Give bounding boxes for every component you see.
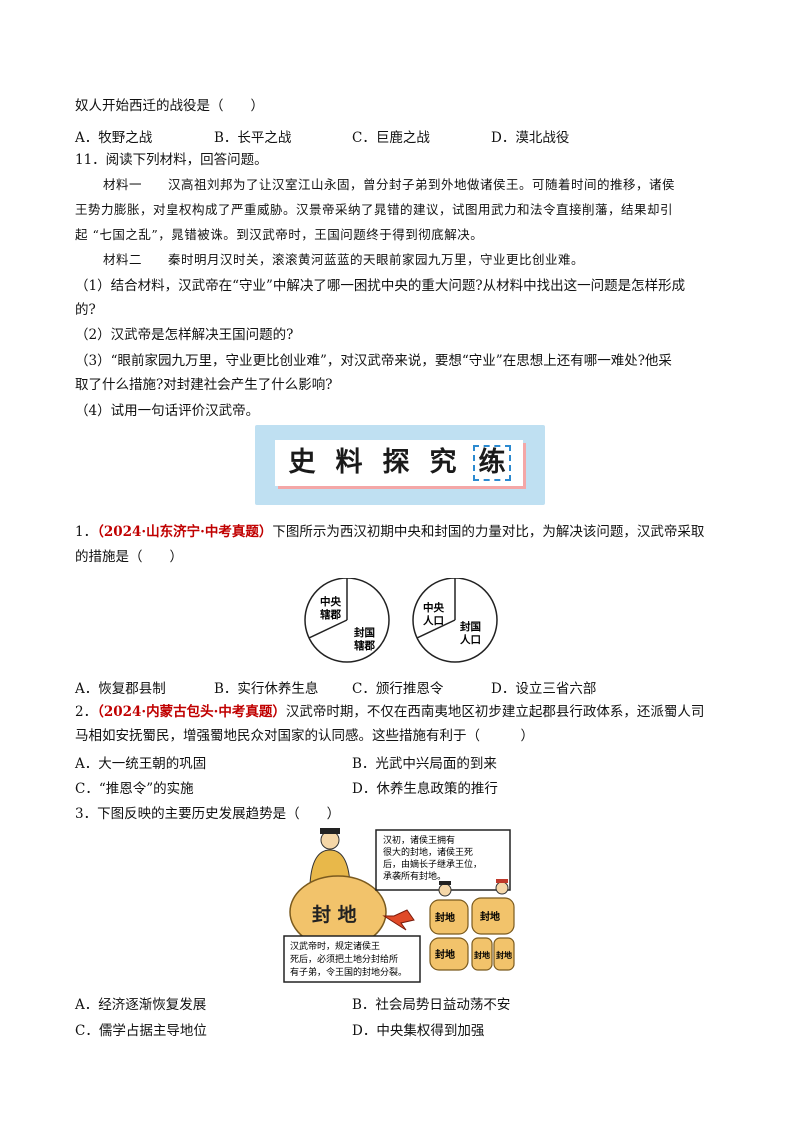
banner-char: 料 xyxy=(335,447,363,478)
p3-option-c: C．儒学占据主导地位 xyxy=(75,1023,207,1039)
p1-pie-figure: 中央 辖郡 封国 辖郡 中央 人口 封国 人口 xyxy=(304,578,498,663)
p3-option-d: D．中央集权得到加强 xyxy=(352,1023,485,1039)
p2-option-d: D．休养生息政策的推行 xyxy=(352,781,498,797)
p3-option-b: B．社会局势日益动荡不安 xyxy=(352,997,511,1013)
p1-option-a: A．恢复郡县制 xyxy=(75,681,166,697)
q10-option-a: A．牧野之战 xyxy=(75,130,153,146)
q11-sub2: （2）汉武帝是怎样解决王国问题的? xyxy=(75,327,294,343)
p1-stem-line1: 1．（2024·山东济宁·中考真题）下图所示为西汉初期中央和封国的力量对比，为解… xyxy=(75,522,704,542)
p2-stem-line1: 2．（2024·内蒙古包头·中考真题）汉武帝时期，不仅在西南夷地区初步建立起郡县… xyxy=(75,702,704,722)
q11-material1-line2: 王势力膨胀，对皇权构成了严重威胁。汉景帝采纳了晁错的建议，试图用武力和法令直接削… xyxy=(75,202,674,217)
divided-lands: 封地 封地 封地 封地 封地 xyxy=(429,897,515,971)
speech-box-wudi xyxy=(283,935,421,983)
speech-box-early-han-line: 很大的封地，诸侯王死 xyxy=(383,846,473,858)
piece-label: 封地 xyxy=(435,948,455,961)
q11-sub1-line2: 的? xyxy=(75,302,96,318)
pie2-label-central-2: 人口 xyxy=(423,614,444,627)
pie2-divider xyxy=(416,619,456,639)
pie1-label-central-2: 辖郡 xyxy=(320,608,341,621)
p2-stem-line2: 马相如安抚蜀民，增强蜀地民众对国家的认同感。这些措施有利于（ ） xyxy=(75,728,534,744)
p1-stem-line2: 的措施是（ ） xyxy=(75,549,183,565)
banner-char: 探 xyxy=(382,447,410,478)
p2-source: （2024·内蒙古包头·中考真题） xyxy=(97,704,286,720)
p1-option-c: C．颁行推恩令 xyxy=(352,681,444,697)
p2-stem-rest: 汉武帝时期，不仅在西南夷地区初步建立起郡县行政体系，还派蜀人司 xyxy=(285,704,705,720)
red-arrow-icon xyxy=(382,909,415,931)
speech-box-early-han-line: 汉初，诸侯王拥有 xyxy=(383,834,455,846)
p1-number: 1． xyxy=(75,524,98,540)
pie1-label-central: 中央 xyxy=(320,595,341,608)
q11-material2: 材料二 秦时明月汉时关，滚滚黄河蓝蓝的天眼前家园九万里，守业更比创业难。 xyxy=(103,252,585,267)
speech-box-early-han xyxy=(375,829,511,891)
piece-label: 封地 xyxy=(435,911,455,924)
piece-label: 封地 xyxy=(474,950,490,960)
vassal-figures-icon xyxy=(438,879,509,897)
p2-number: 2． xyxy=(75,704,98,720)
pie2-label-fief-2: 人口 xyxy=(460,633,481,646)
q10-option-d: D．漠北战役 xyxy=(491,130,570,146)
q11-material1-line1: 材料一 汉高祖刘邦为了让汉室江山永固，曾分封子弟到外地做诸侯王。可随着时间的推移… xyxy=(103,177,676,192)
q11-sub1-line1: （1）结合材料，汉武帝在“守业”中解决了哪一困扰中央的重大问题?从材料中找出这一… xyxy=(75,278,686,294)
q11-sub4: （4）试用一句话评价汉武帝。 xyxy=(75,403,260,419)
banner-char: 究 xyxy=(429,447,457,478)
p1-source: （2024·山东济宁·中考真题） xyxy=(97,524,273,540)
q10-stem: 奴人开始西迁的战役是（ ） xyxy=(75,98,264,114)
q11-stem: 11．阅读下列材料，回答问题。 xyxy=(75,152,268,168)
speech-box-early-han-line: 后，由嫡长子继承王位， xyxy=(383,858,482,870)
speech-box-wudi-line: 死后，必须把土地分封给所 xyxy=(290,953,398,965)
speech-box-early-han-line: 承袭所有封地。 xyxy=(383,870,446,882)
q10-option-c: C．巨鹿之战 xyxy=(352,130,430,146)
p3-cartoon: 封 地 汉初，诸侯王拥有 很大的封地，诸侯王死 后，由嫡长子继承王位， 承袭所有… xyxy=(283,828,515,983)
speech-box-wudi-line: 有子弟，令王国的封地分裂。 xyxy=(290,966,407,978)
big-land-label: 封 地 xyxy=(312,903,357,926)
banner-char: 史 xyxy=(288,447,316,478)
pie2-label-central: 中央 xyxy=(423,601,444,614)
piece-label: 封地 xyxy=(496,950,512,960)
p2-option-b: B．光武中兴局面的到来 xyxy=(352,756,497,772)
pie1-label-fief-2: 辖郡 xyxy=(354,639,375,652)
p1-option-b: B．实行休养生息 xyxy=(214,681,319,697)
pie1-label-fief: 封国 xyxy=(354,626,375,639)
section-banner-inner: 史 料 探 究 练 xyxy=(275,440,523,486)
p2-option-c: C．“推恩令”的实施 xyxy=(75,781,194,797)
q11-material1-line3: 起 “七国之乱”，晁错被诛。到汉武帝时，王国问题终于得到彻底解决。 xyxy=(75,227,484,242)
p3-stem: 3．下图反映的主要历史发展趋势是（ ） xyxy=(75,806,341,822)
p3-option-a: A．经济逐渐恢复发展 xyxy=(75,997,207,1013)
q10-option-b: B．长平之战 xyxy=(214,130,292,146)
section-banner: 史 料 探 究 练 xyxy=(255,425,545,505)
speech-box-wudi-line: 汉武帝时，规定诸侯王 xyxy=(290,940,380,952)
pie1-divider xyxy=(308,619,348,639)
q11-sub3-line1: （3）“眼前家园九万里，守业更比创业难”，对汉武帝来说，要想“守业”在思想上还有… xyxy=(75,353,672,369)
banner-char-highlighted: 练 xyxy=(473,445,511,481)
piece-label: 封地 xyxy=(480,910,500,923)
p1-option-d: D．设立三省六部 xyxy=(491,681,597,697)
p1-stem-rest: 下图所示为西汉初期中央和封国的力量对比，为解决该问题，汉武帝采取 xyxy=(272,524,705,540)
pie2-label-fief: 封国 xyxy=(460,620,481,633)
q11-sub3-line2: 取了什么措施?对封建社会产生了什么影响? xyxy=(75,377,333,393)
p2-option-a: A．大一统王朝的巩固 xyxy=(75,756,207,772)
